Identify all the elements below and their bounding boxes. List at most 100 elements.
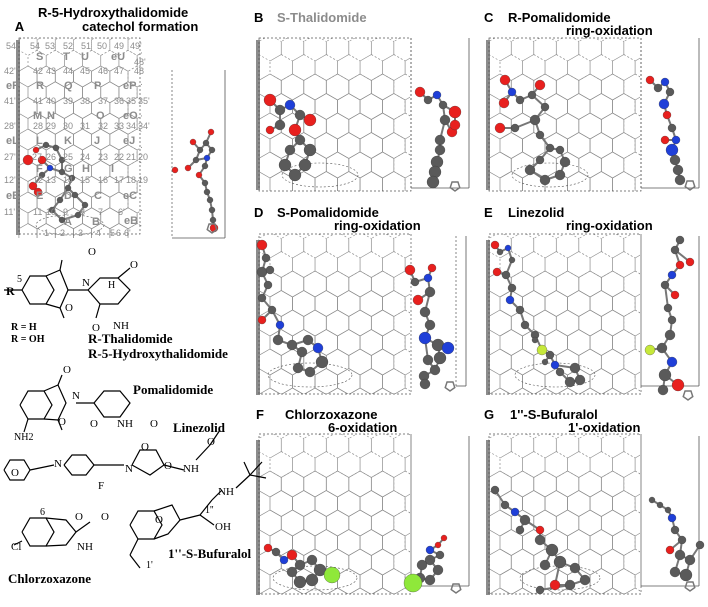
hex-cell: [382, 568, 406, 594]
panel-d-side-mol-nitrogen-atom: [418, 331, 432, 345]
hex-cell: [511, 387, 534, 394]
hex-cell: [137, 239, 155, 260]
hex-grid-label: 41: [33, 96, 44, 106]
panel-c-side-mol-carbon-atom: [674, 174, 686, 186]
hex-grid-label: M: [33, 110, 43, 122]
hex-cell: [555, 112, 580, 140]
hex-cell: [325, 234, 350, 259]
panel-f-mol-carbon-atom: [305, 573, 319, 587]
panel-a-side-mol-carbon-atom: [201, 179, 209, 187]
chem-o-top2: O: [130, 259, 138, 271]
panel-e-mol-nitrogen-atom: [505, 295, 515, 305]
hex-cell: [370, 348, 395, 376]
hex-cell: [359, 529, 383, 556]
panel-e-mol-nitrogen-atom: [504, 244, 512, 252]
hex-cell: [600, 309, 625, 337]
panel-c-side-mol-carbon-atom: [667, 123, 677, 133]
hex-cell: [488, 234, 512, 259]
panel-g-mol-carbon-atom: [569, 562, 581, 574]
panel-a-grid-mol-carbon-atom: [71, 191, 79, 199]
panel-a-grid-mol-oxygen-atom: [32, 146, 40, 154]
hex-cell: [64, 49, 83, 72]
panel-a-grid-mol-carbon-atom: [38, 171, 46, 179]
panel-b-mol-carbon-atom: [294, 134, 306, 146]
hex-cell: [624, 587, 640, 594]
hex-grid-label: 48': [134, 57, 146, 67]
thal-carbonyl-top: [59, 259, 63, 271]
panel-a-box: [18, 37, 141, 235]
panel-c-mol-carbon-atom: [515, 95, 525, 105]
panel-d-side-mol-carbon-atom: [433, 351, 447, 365]
panel-g-side-mol-oxygen-atom: [665, 545, 675, 555]
hex-grid-label: I: [111, 163, 115, 175]
panel-b-side-mol-oxygen-atom: [414, 86, 426, 98]
hex-cell: [325, 309, 350, 337]
chem-o-poma3: O: [90, 418, 98, 430]
hex-cell: [544, 290, 568, 317]
panel-d-mol-carbon-atom: [302, 334, 314, 346]
hex-grid-label: 48: [134, 66, 145, 76]
panel-b-side-mol-oxygen-atom: [448, 105, 462, 119]
hex-cell: [382, 251, 406, 278]
hex-cell: [119, 239, 137, 260]
hex-cell: [109, 223, 129, 238]
hex-cell: [488, 151, 512, 179]
panel-a-grid-mol-carbon-atom: [74, 211, 82, 219]
linezolid-oxazolidinone-ring: [131, 449, 165, 476]
panel-f-side-mol-oxygen-atom: [440, 534, 448, 542]
hex-cell: [600, 38, 625, 62]
panel-e-mol-carbon-atom: [574, 374, 586, 386]
hex-cell: [258, 348, 282, 376]
hex-cell: [404, 57, 410, 78]
panel-a-grid-mol-nitrogen-atom: [46, 164, 54, 172]
hex-grid-label: 19: [138, 175, 149, 185]
hex-cell: [488, 309, 512, 337]
bufuralol-name: 1''-S-Bufuralol: [168, 546, 252, 561]
panel-e-side-mol-oxygen-atom: [670, 290, 680, 300]
hex-grid-label: 46: [98, 66, 109, 76]
panel-f-side-mol-carbon-atom: [424, 574, 436, 586]
chem-h-thal: H: [108, 280, 116, 291]
hex-cell: [359, 290, 383, 317]
hex-cell: [600, 548, 625, 576]
hex-cell: [404, 135, 410, 156]
panel-e-side-mol-carbon-atom: [664, 329, 676, 341]
hex-cell: [567, 490, 591, 517]
hex-grid-label: 45: [80, 66, 91, 76]
hex-cell: [382, 490, 406, 517]
panel-f-mol-carbon-atom: [294, 559, 306, 571]
hex-cell: [544, 190, 546, 191]
panel-a-grid-mol-carbon-atom: [64, 184, 72, 192]
hex-cell: [383, 408, 406, 434]
thalidomide-name: R-Thalidomide: [88, 331, 173, 346]
hex-cell: [360, 408, 383, 434]
hex-cell: [292, 451, 316, 478]
hex-cell: [613, 408, 636, 434]
hex-cell: [510, 348, 535, 376]
hex-cell: [36, 38, 56, 56]
panel-e-side-mol-nitrogen-atom: [666, 356, 678, 368]
hex-cell: [73, 128, 93, 151]
hex-grid-label: 23: [98, 152, 109, 162]
hex-cell: [578, 151, 602, 179]
hex-cell: [544, 54, 568, 81]
hex-grid-label: 35': [138, 96, 150, 106]
hex-cell: [325, 348, 350, 376]
hex-cell: [280, 38, 305, 62]
hex-grid-label: eO: [123, 110, 138, 122]
panel-e-side-mol-nitrogen-atom: [667, 270, 677, 280]
hex-grid-label: eC: [123, 190, 138, 202]
hex-cell: [280, 234, 305, 259]
chem-o-bot1: O: [65, 302, 73, 314]
bufuralol-ethyl1: [129, 538, 139, 556]
panel-e-side-mol-carbon-atom: [660, 280, 670, 290]
hex-cell: [280, 509, 305, 537]
panel-g-mol-carbon-atom: [535, 585, 545, 595]
hex-cell: [555, 73, 580, 101]
panel-f-side-mol-carbon-atom: [416, 559, 428, 571]
panel-a-side-mol-oxygen-atom: [184, 164, 192, 172]
panel-c-mol-carbon-atom: [510, 123, 520, 133]
hydroxythalidomide-name: R-5-Hydroxythalidomide: [88, 346, 228, 361]
hex-cell: [578, 548, 602, 576]
hex-grid-label: 31: [80, 121, 91, 131]
